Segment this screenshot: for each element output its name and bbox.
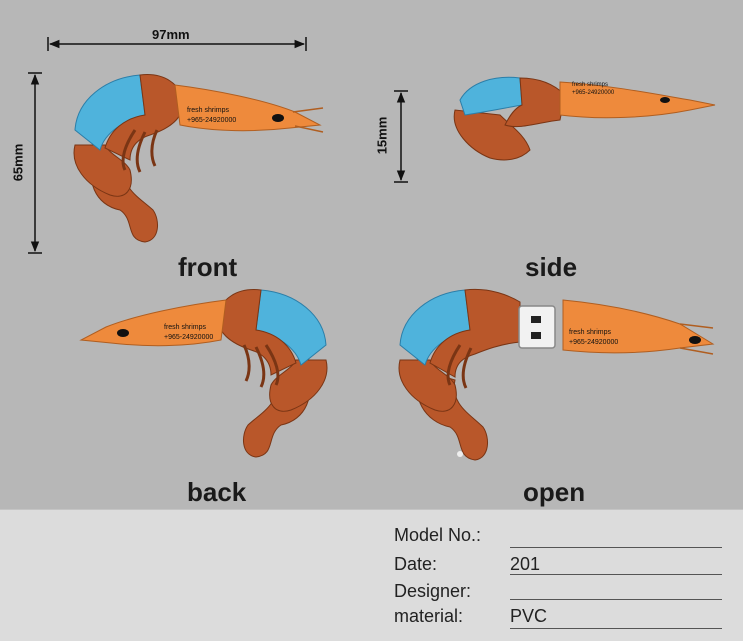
shrimp-open-view: fresh shrimps +965-24920000 <box>398 288 715 461</box>
back-print-line2: +965-24920000 <box>164 334 213 341</box>
material-label: material: <box>394 606 464 626</box>
front-print-line1: fresh shrimps <box>187 107 230 114</box>
back-view-label: back <box>187 477 247 507</box>
open-view-label: open <box>523 477 586 507</box>
back-print-line1: fresh shrimps <box>164 324 207 331</box>
dimension-lines <box>28 37 408 254</box>
front-print-line2: +965-24920000 <box>187 117 236 124</box>
side-print-line2: +965-24920000 <box>572 90 615 96</box>
height-label: 65mm <box>10 143 26 182</box>
designer-label: Designer: <box>394 581 472 601</box>
date-value: 201 <box>510 554 541 574</box>
shrimp-side-view: fresh shrimps +965-24920000 <box>453 76 716 161</box>
model-underline <box>510 547 722 548</box>
open-print-line1: fresh shrimps <box>569 329 612 336</box>
thickness-label: 15mm <box>374 116 390 155</box>
material-value: PVC <box>510 606 548 626</box>
open-print-line2: +965-24920000 <box>569 339 618 346</box>
side-print-line1: fresh shrimps <box>572 82 608 88</box>
usb-connector <box>518 305 556 349</box>
front-view-label: front <box>178 252 238 282</box>
model-label: Model No.: <box>394 525 482 545</box>
side-view-label: side <box>525 252 578 282</box>
date-underline <box>510 574 722 575</box>
designer-underline <box>510 599 722 600</box>
info-panel: Model No.: Date: 201 Designer: material:… <box>0 509 743 641</box>
date-label: Date: <box>394 554 438 574</box>
width-label: 97mm <box>152 27 190 42</box>
shrimp-front-view: fresh shrimps +965-24920000 <box>73 74 324 243</box>
material-underline <box>510 628 722 629</box>
shrimp-back-view: fresh shrimps +965-24920000 <box>79 289 328 458</box>
